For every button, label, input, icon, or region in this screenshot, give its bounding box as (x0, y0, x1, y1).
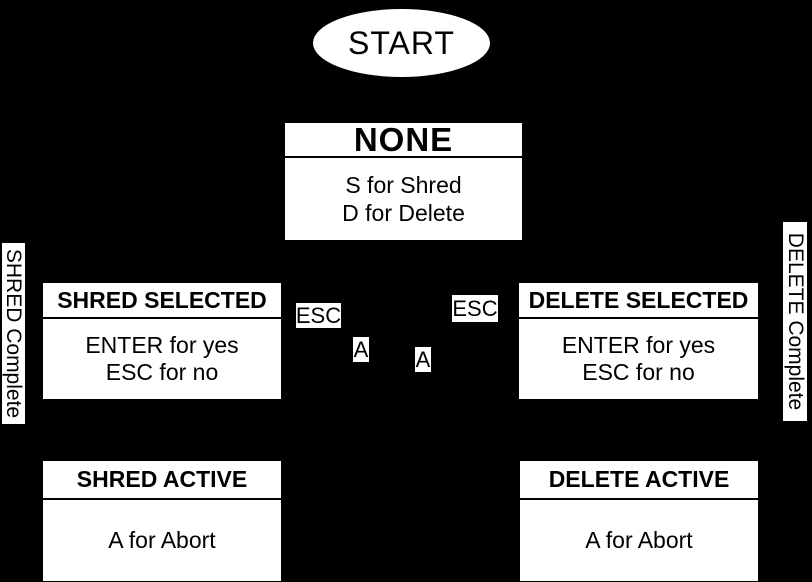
state-body-line: ESC for no (105, 359, 219, 385)
state-shred-selected-body: ENTER for yes ESC for no (43, 319, 281, 399)
state-delete-selected: DELETE SELECTED ENTER for yes ESC for no (519, 283, 758, 399)
state-body-line: ENTER for yes (85, 332, 239, 358)
state-body-line: S for Shred (345, 172, 462, 198)
edge-label-a-right: A (415, 346, 431, 372)
state-body-line: D for Delete (342, 200, 465, 226)
state-delete-active-title: DELETE ACTIVE (520, 461, 758, 500)
state-shred-selected: SHRED SELECTED ENTER for yes ESC for no (43, 283, 281, 399)
edge-label-a-left: A (353, 336, 369, 362)
edge-label-esc-left: ESC (295, 302, 342, 328)
state-body-line: A for Abort (585, 527, 693, 553)
state-delete-selected-title: DELETE SELECTED (519, 283, 758, 319)
state-body-line: ESC for no (582, 359, 695, 385)
state-delete-selected-body: ENTER for yes ESC for no (519, 319, 758, 399)
state-none-body: S for Shred D for Delete (285, 158, 522, 240)
state-shred-selected-title: SHRED SELECTED (43, 283, 281, 319)
state-none: NONE S for Shred D for Delete (285, 121, 522, 240)
state-shred-active-body: A for Abort (43, 500, 281, 581)
state-shred-active-title: SHRED ACTIVE (43, 461, 281, 500)
side-label-shred-complete: SHRED Complete (2, 243, 25, 424)
start-node: START (313, 9, 490, 77)
state-body-line: ENTER for yes (561, 332, 716, 358)
side-label-delete-complete: DELETE Complete (783, 222, 807, 421)
start-label: START (348, 24, 455, 61)
state-none-title: NONE (285, 121, 522, 158)
state-shred-active: SHRED ACTIVE A for Abort (43, 461, 281, 581)
state-delete-active: DELETE ACTIVE A for Abort (520, 461, 758, 581)
state-body-line: A for Abort (108, 527, 216, 553)
edge-label-esc-right: ESC (452, 295, 498, 322)
state-delete-active-body: A for Abort (520, 500, 758, 581)
